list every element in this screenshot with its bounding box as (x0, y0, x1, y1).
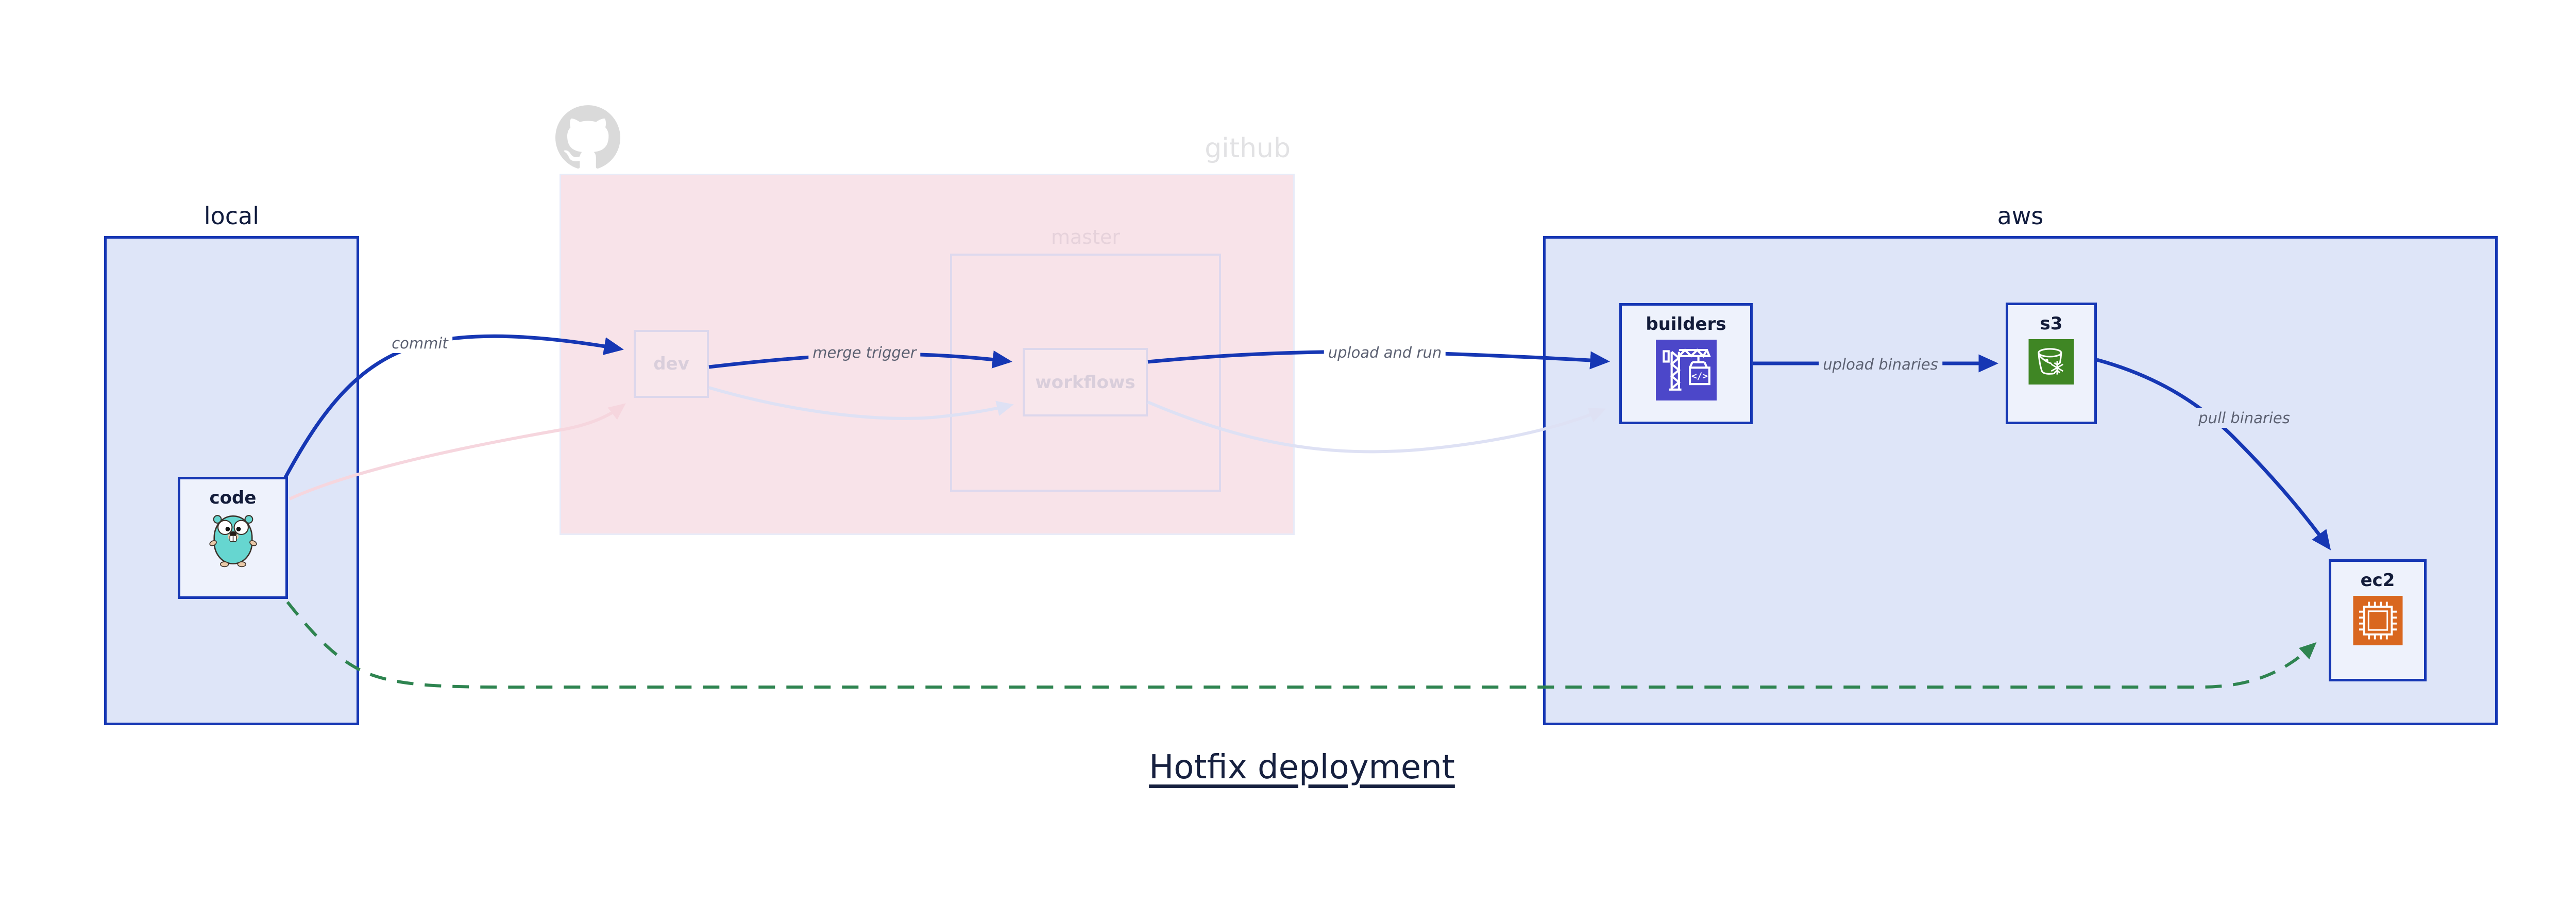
ec2-chip-icon (2353, 596, 2402, 645)
node-builders: builders </> (1619, 303, 1753, 424)
edge-label-pull-binaries: pull binaries (2194, 408, 2294, 428)
node-dev: dev (634, 330, 709, 398)
svg-text:</>: </> (1691, 372, 1707, 382)
group-aws-label: aws (1997, 202, 2044, 230)
edge-label-commit: commit (387, 333, 452, 353)
node-workflows-label: workflows (1035, 372, 1136, 393)
edge-label-merge-trigger: merge trigger (808, 343, 921, 362)
master-branch-box (950, 254, 1221, 492)
master-branch-label: master (1050, 226, 1120, 248)
node-builders-label: builders (1646, 314, 1726, 335)
edge-label-upload-and-run: upload and run (1324, 343, 1446, 362)
octocat-icon (555, 105, 620, 169)
edge-label-upload-binaries: upload binaries (1819, 355, 1942, 374)
node-ec2: ec2 (2329, 559, 2427, 681)
group-github-label: github (1205, 133, 1291, 164)
node-code-label: code (209, 488, 257, 508)
node-ec2-label: ec2 (2360, 570, 2395, 591)
node-workflows: workflows (1023, 348, 1148, 416)
go-gopher-icon (209, 515, 257, 567)
node-code: code (178, 477, 288, 599)
node-dev-label: dev (653, 354, 689, 374)
codebuild-crane-icon: </> (1655, 340, 1717, 400)
diagram-title: Hotfix deployment (1149, 748, 1455, 787)
group-local-label: local (204, 202, 260, 230)
s3-bucket-icon (2028, 339, 2074, 385)
node-s3: s3 (2006, 303, 2097, 424)
node-s3-label: s3 (2040, 313, 2063, 334)
